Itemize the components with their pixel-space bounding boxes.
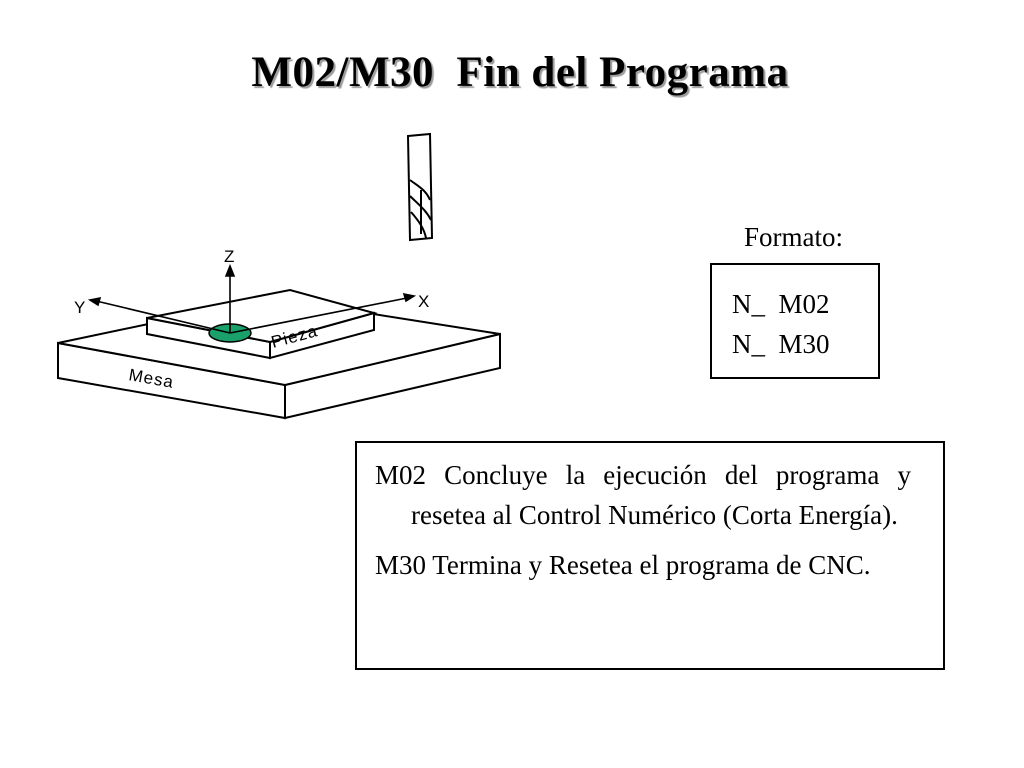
axes	[87, 263, 417, 334]
description-m02: M02 Concluye la ejecución del programa y…	[375, 460, 911, 530]
pieza-workpiece-shape	[146, 288, 378, 360]
description-box: M02 Concluye la ejecución del programa y…	[355, 441, 945, 670]
axis-z-label: Z	[224, 247, 234, 266]
format-label: Formato:	[744, 222, 843, 252]
slide-title: M02/M30 Fin del Programa	[251, 49, 789, 96]
end-mill-tool-icon	[406, 132, 434, 242]
axis-x-label: X	[418, 292, 429, 311]
format-line-m02: N_ M02	[732, 289, 830, 319]
format-line-m30: N_ M30	[732, 329, 830, 359]
format-box: N_ M02 N_ M30	[710, 263, 880, 379]
axis-y-label: Y	[74, 298, 85, 317]
description-m30: M30 Termina y Resetea el programa de CNC…	[375, 550, 871, 580]
